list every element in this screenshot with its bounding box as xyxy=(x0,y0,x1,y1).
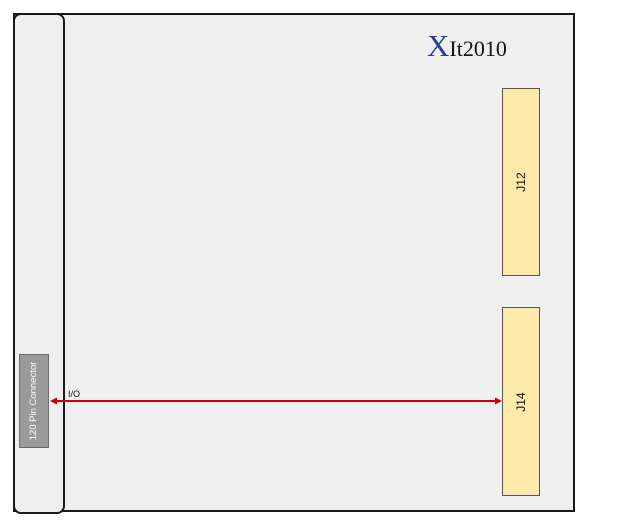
pin-connector-label: 120 Pin Connector xyxy=(28,361,39,441)
pin-connector: 120 Pin Connector xyxy=(19,354,49,448)
io-link-label: I/O xyxy=(68,389,81,399)
board-title-suffix: It2010 xyxy=(449,36,507,61)
header-j12-label: J12 xyxy=(514,172,528,192)
board-title: XIt2010 xyxy=(427,28,507,67)
header-j14: J14 xyxy=(502,307,540,496)
board-title-prefix: X xyxy=(427,28,450,63)
board-outline xyxy=(13,13,575,512)
header-j14-label: J14 xyxy=(514,391,528,412)
header-j12: J12 xyxy=(502,88,540,276)
